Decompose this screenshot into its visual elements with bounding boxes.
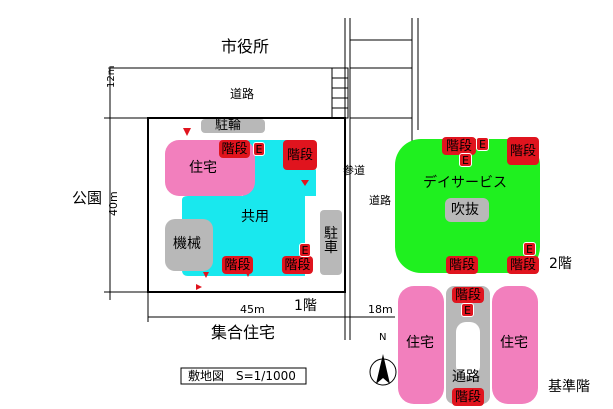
- walkway-label: 参道: [343, 164, 365, 177]
- machinery: [165, 219, 213, 271]
- housing-std-left: [398, 286, 444, 404]
- stairs-1f-b: 階段: [283, 140, 317, 170]
- floor-std-label: 基準階: [548, 379, 590, 395]
- atrium-label: 吹抜: [451, 202, 479, 218]
- road-label: 道路: [230, 87, 255, 101]
- machinery-label: 機械: [173, 236, 201, 252]
- corridor-void: [456, 322, 480, 376]
- stairs-1f-d: 階段: [282, 256, 313, 274]
- parking-label: 駐車: [324, 226, 338, 256]
- bicycle-parking: [201, 119, 265, 133]
- housing-1f-label: 住宅: [189, 160, 217, 176]
- dim-18m: 18m: [368, 303, 393, 316]
- left-label: 公園: [72, 189, 103, 207]
- east-road-label: 道路: [369, 194, 391, 207]
- stairs-std-a: 階段: [452, 287, 484, 303]
- atrium: [445, 198, 489, 222]
- housing-std-right: [492, 286, 538, 404]
- stairs-2f-a: 階段: [442, 137, 476, 155]
- elevator-std: E: [461, 303, 474, 317]
- north-label: N: [379, 332, 387, 343]
- top-label: 市役所: [221, 37, 270, 56]
- stairs-2f-d: 階段: [507, 256, 539, 274]
- scale-box: 敷地図 S=1/1000: [188, 369, 296, 383]
- elevator-2f-a: E: [476, 137, 489, 151]
- stairs-1f-c: 階段: [222, 256, 253, 274]
- day-service-label: デイサービス: [423, 175, 507, 191]
- parking: [320, 210, 342, 275]
- corridor-label: 通路: [452, 369, 480, 385]
- floor-1f-label: 1階: [294, 298, 317, 314]
- elevator-1f-a: E: [253, 142, 265, 156]
- north-arrow-icon: [369, 354, 397, 386]
- bicycle-parking-label: 駐輪: [215, 118, 242, 133]
- elevator-2f-b: E: [459, 153, 472, 167]
- stairs-1f-a: 階段: [219, 140, 250, 158]
- housing-std-right-label: 住宅: [500, 335, 528, 351]
- stairs-2f-b: 階段: [507, 137, 539, 165]
- elevator-1f-b: E: [299, 243, 311, 257]
- bottom-label: 集合住宅: [211, 323, 276, 342]
- housing-std-left-label: 住宅: [406, 335, 434, 351]
- dim-45m: 45m: [240, 303, 265, 316]
- stairs-2f-c: 階段: [446, 256, 478, 274]
- floor-2f-label: 2階: [549, 256, 572, 272]
- elevator-2f-c: E: [523, 242, 536, 256]
- shared-label: 共用: [241, 209, 269, 225]
- stairs-std-b: 階段: [452, 388, 484, 406]
